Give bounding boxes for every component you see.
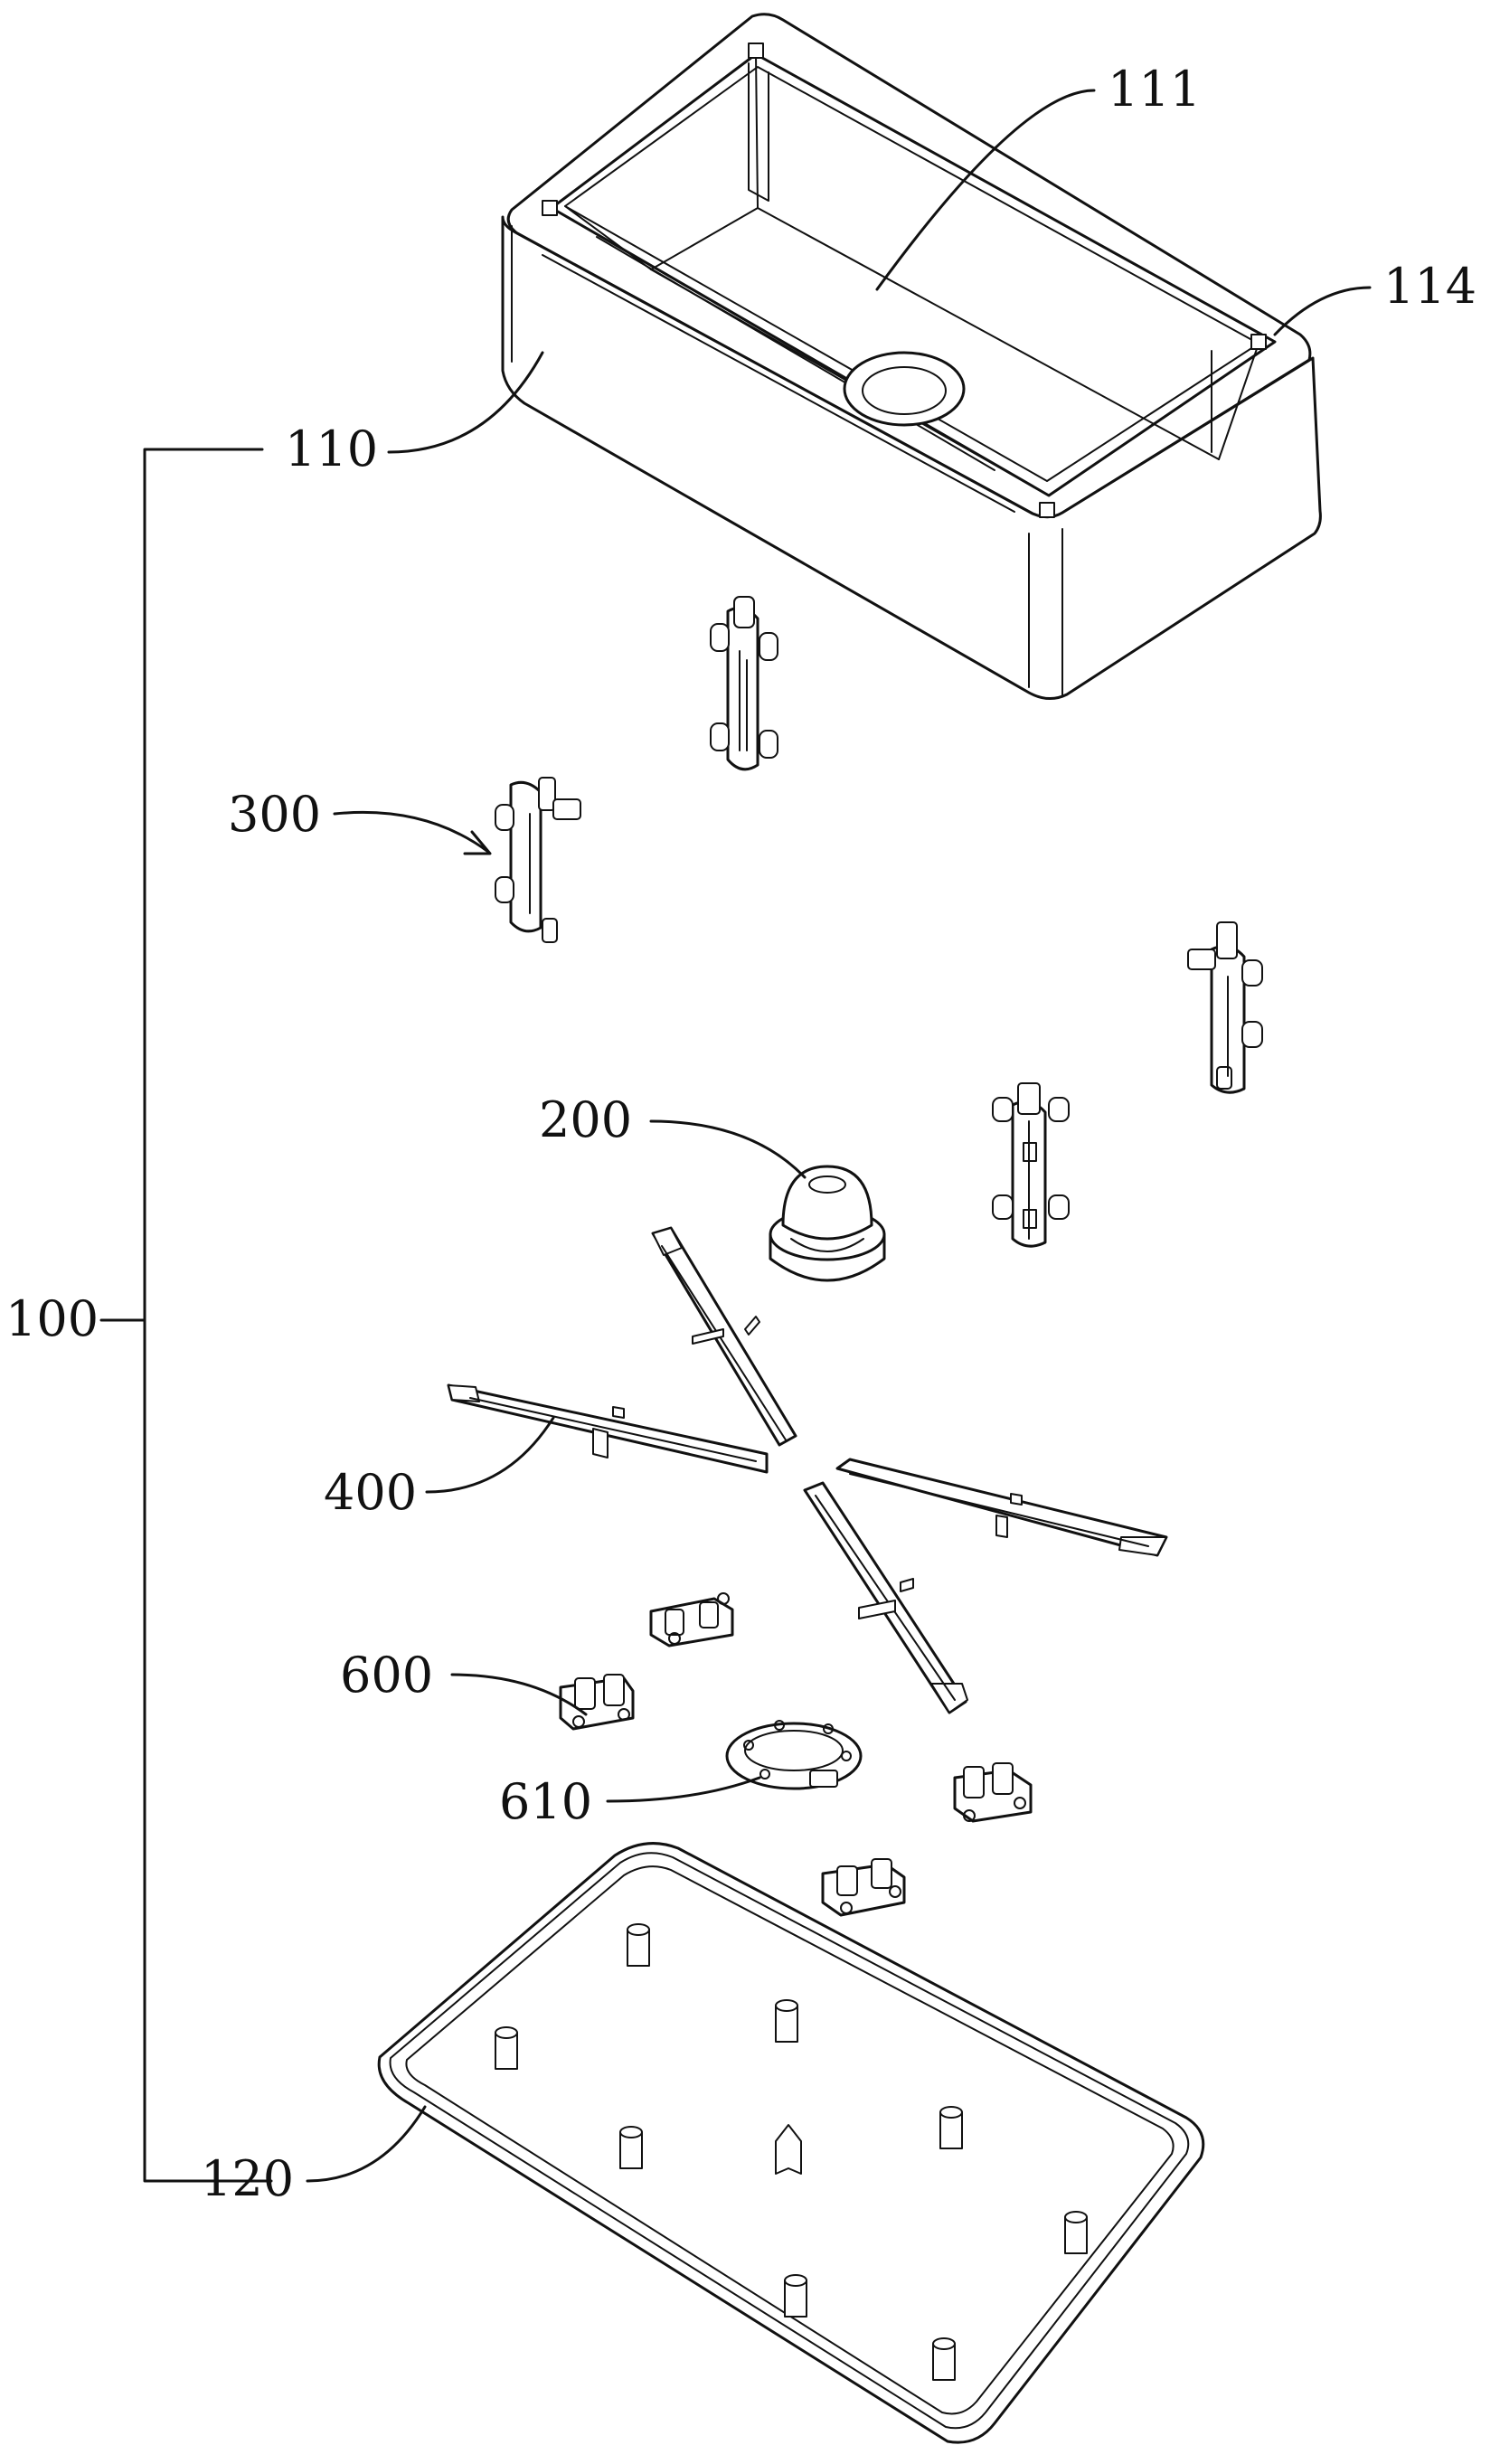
tray-boss-7 (1064, 2211, 1088, 2254)
label-100: 100 (5, 1290, 99, 1347)
label-200: 200 (539, 1091, 633, 1148)
leader-200 (649, 1119, 807, 1179)
tray-boss-6 (784, 2274, 807, 2318)
leader-120 (306, 2105, 427, 2183)
part-200 (769, 1165, 886, 1282)
label-110: 110 (285, 420, 379, 477)
bar-400-c (835, 1458, 1168, 1557)
leader-300-arrowhead (463, 830, 492, 855)
leader-110 (387, 351, 544, 454)
bracket-600-c (953, 1762, 1033, 1823)
tray-boss-3 (775, 1999, 798, 2043)
bracket-600-d (821, 1858, 906, 1917)
leader-600 (450, 1673, 588, 1716)
clip-module-d (992, 1082, 1070, 1248)
tray-boss-2 (495, 2026, 518, 2070)
label-600: 600 (340, 1647, 434, 1704)
bar-400-a (651, 1226, 797, 1447)
label-114: 114 (1383, 258, 1477, 315)
lower-tray-120 (377, 1842, 1205, 2444)
clip-module-a (710, 596, 778, 771)
leader-114 (1273, 286, 1372, 336)
tray-boss-8 (932, 2337, 956, 2381)
label-400: 400 (324, 1464, 418, 1521)
label-111: 111 (1108, 61, 1202, 118)
leader-400 (425, 1416, 555, 1494)
tray-center-clip (775, 2124, 802, 2175)
bar-400-b (447, 1383, 769, 1474)
upper-housing-110 (501, 13, 1322, 700)
tray-boss-4 (619, 2126, 643, 2169)
leader-111 (875, 89, 1096, 291)
leader-610 (606, 1776, 761, 1803)
label-610: 610 (499, 1773, 593, 1830)
assembly-bracket-100 (99, 448, 273, 2183)
clip-module-300 (495, 777, 581, 943)
label-300: 300 (228, 786, 322, 843)
tray-boss-5 (939, 2106, 963, 2149)
ring-610 (725, 1720, 863, 1790)
bracket-600-a (649, 1592, 734, 1647)
bracket-600 (559, 1674, 635, 1731)
tray-boss-1 (627, 1923, 650, 1967)
bar-400-d (803, 1481, 968, 1714)
label-120: 120 (201, 2150, 295, 2207)
leader-300 (333, 810, 490, 854)
clip-module-c (1187, 921, 1263, 1094)
